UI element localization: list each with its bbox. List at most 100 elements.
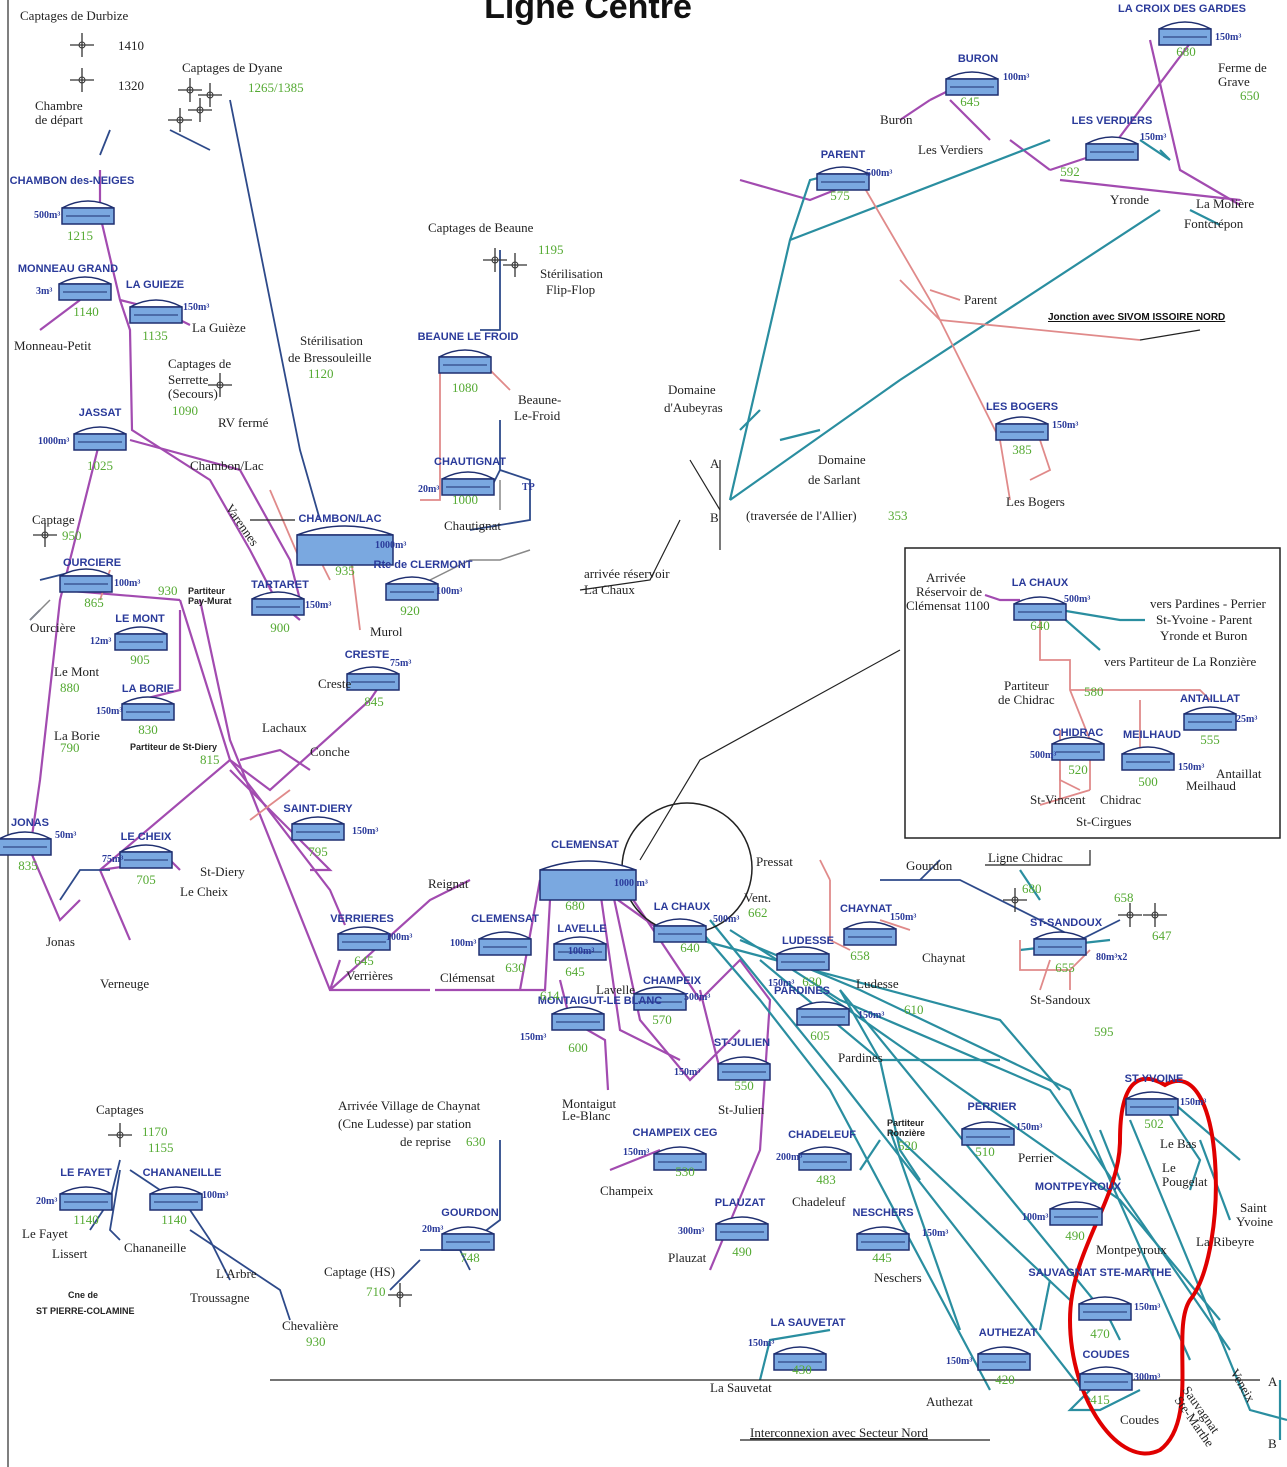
label-alt: 1170 (142, 1124, 168, 1139)
node-name: LAVELLE (557, 923, 606, 935)
label-alt: 580 (1084, 684, 1104, 699)
node-name: CRESTE (345, 649, 390, 661)
node-alt: 645 (565, 964, 585, 979)
node-alt: 490 (732, 1244, 752, 1259)
node-alt: 385 (1012, 442, 1032, 457)
node-name: LA CHAUX (1012, 577, 1069, 589)
label-alt: 647 (1152, 928, 1172, 943)
tank-authezat (977, 1346, 1031, 1371)
label-village: Buron (880, 112, 913, 127)
node-alt: 530 (675, 1164, 695, 1179)
node-name: VERRIERES (330, 913, 394, 925)
label-rv: RV fermé (218, 415, 269, 430)
node-name: LA CHAUX (654, 901, 711, 913)
label-village: Chambon/Lac (190, 458, 264, 473)
label-b: B (710, 510, 719, 525)
tank-inset-chidrac (1051, 736, 1105, 761)
tank-beaune-froid (438, 349, 492, 374)
label-village: Le-Froid (514, 408, 561, 423)
node-cap: 150m³ (946, 1356, 972, 1367)
node-cap: 50m³ (55, 830, 76, 841)
label-alt: 1320 (118, 78, 144, 93)
label-village: Clémensat (440, 970, 495, 985)
label-village: Coudes (1120, 1412, 1159, 1427)
label-village: Pressat (756, 854, 793, 869)
node-cap: 500m³ (1064, 594, 1090, 605)
tank-la-guieze (129, 299, 183, 324)
node-name: JONAS (11, 817, 49, 829)
label-village: Le Fayet (22, 1226, 68, 1241)
tank-coudes (1079, 1366, 1133, 1391)
node-cap: 100m³ (436, 586, 462, 597)
node-alt: 1135 (142, 328, 168, 343)
tank-st-yvoine (1125, 1091, 1179, 1116)
label-village: Plauzat (668, 1250, 707, 1265)
node-alt: 570 (652, 1012, 672, 1027)
node-alt: 935 (335, 563, 355, 578)
red-highlight-ellipse (1067, 1076, 1218, 1456)
tank-jonas (0, 831, 52, 856)
tank-la-borie (121, 696, 175, 721)
label-inset: vers Pardines - Perrier (1150, 596, 1267, 611)
node-cap: 20m³ (36, 1196, 57, 1207)
label-partiteur: Partiteur (188, 586, 226, 596)
node-cap: 150m³ (96, 706, 122, 717)
label-village: Montpeyroux (1096, 1242, 1167, 1257)
label-captage: Captage (HS) (324, 1264, 395, 1279)
label-b: B (1268, 1436, 1277, 1451)
node-cap: 1000 m³ (614, 878, 648, 889)
label-arrivee: (Cne Ludesse) par station (338, 1116, 472, 1131)
node-name: LA SAUVETAT (771, 1317, 846, 1329)
node-name: CLEMENSAT (551, 839, 619, 851)
node-alt: 680 (1176, 44, 1196, 59)
node-cap: 1000m³ (375, 540, 406, 551)
label-arrivee: La Chaux (584, 582, 635, 597)
label-alt: 1090 (172, 403, 198, 418)
label-village: Jonas (46, 934, 75, 949)
label-village: Domaine (668, 382, 716, 397)
node-name: BURON (958, 53, 998, 65)
label-village: La Guièze (192, 320, 246, 335)
tank-croix-gardes (1158, 21, 1212, 46)
node-name: CHAMBON des-NEIGES (10, 175, 135, 187)
tank-jassat (73, 426, 127, 451)
label-captage: Captage (32, 512, 75, 527)
label-alt: 710 (366, 1284, 386, 1299)
node-name: AUTHEZAT (979, 1327, 1038, 1339)
node-cap: 100m³ (202, 1190, 228, 1201)
tank-inset-antaillat (1183, 706, 1237, 731)
label-alt: 520 (898, 1138, 918, 1153)
label-village: Beaune- (518, 392, 561, 407)
label-flip: Stérilisation (540, 266, 603, 281)
node-cap: 80m³x2 (1096, 952, 1127, 963)
node-cap: 25m³ (1236, 714, 1257, 725)
node-name: LA CROIX DES GARDES (1118, 3, 1246, 15)
node-name: LUDESSE (782, 935, 834, 947)
tank-le-fayet (59, 1186, 113, 1211)
node-alt: 658 (850, 948, 870, 963)
node-alt: 500 (1138, 774, 1158, 789)
node-cap: 150m³ (352, 826, 378, 837)
node-cap: 150m³ (183, 302, 209, 313)
node-name: BEAUNE LE FROID (418, 331, 519, 343)
node-name: PERRIER (968, 1101, 1017, 1113)
node-name: CHIDRAC (1053, 727, 1104, 739)
node-cap: 500m³ (684, 992, 710, 1003)
label-village: Reignat (428, 876, 469, 891)
node-cap: 500m³ (34, 210, 60, 221)
node-name: MONTAIGUT-LE BLANC (538, 995, 663, 1007)
node-alt: 645 (354, 953, 374, 968)
node-name: GOURDON (441, 1207, 499, 1219)
label-captages: Captages (96, 1102, 144, 1117)
node-alt: 445 (872, 1250, 892, 1265)
label-partiteur: Pay-Murat (188, 596, 232, 606)
node-cap: 150m³ (1215, 32, 1241, 43)
tank-creste (346, 666, 400, 691)
page-title: Ligne Centre (484, 0, 692, 26)
label-village: Saint (1240, 1200, 1267, 1215)
label-village: Lissert (52, 1246, 88, 1261)
node-alt: 600 (568, 1040, 588, 1055)
label-alt: 353 (888, 508, 908, 523)
label-alt: 1410 (118, 38, 144, 53)
